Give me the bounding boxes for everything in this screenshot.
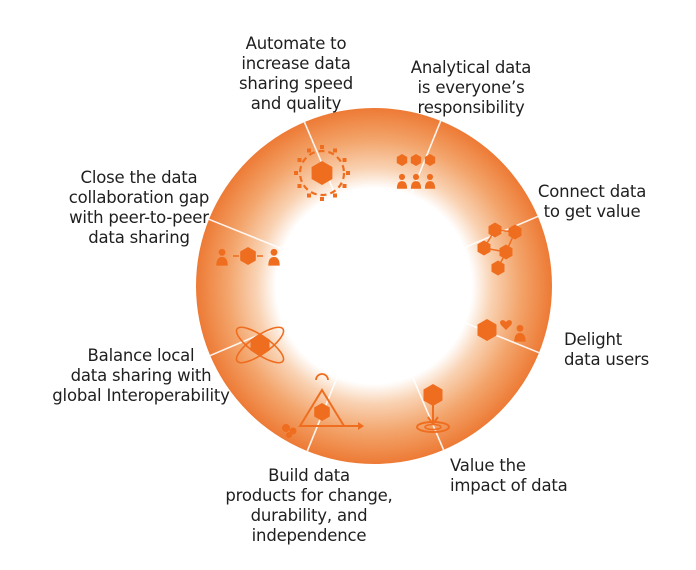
- segment-label-automate: Automate to increase data sharing speed …: [239, 34, 353, 113]
- peer-to-peer-icon: [216, 247, 280, 266]
- segment-label-connect: Connect data to get value: [537, 182, 647, 221]
- automation-gear-icon: [294, 145, 350, 201]
- segment-divider: [208, 218, 290, 253]
- connected-hexagons-icon: [477, 222, 522, 276]
- segment-label-close-gap: Close the data collaboration gap with pe…: [68, 168, 210, 247]
- people-hexagons-icon: [396, 154, 436, 189]
- segment-label-delight: Delight data users: [564, 330, 649, 369]
- segment-label-value-impact: Value the impact of data: [450, 456, 568, 495]
- segment-icons: [216, 145, 526, 438]
- segment-label-build-products: Build data products for change, durabili…: [225, 466, 393, 545]
- segment-divider: [458, 319, 540, 354]
- hexagon-orbit-icon: [235, 326, 285, 364]
- segment-label-responsibility: Analytical data is everyone’s responsibi…: [410, 58, 532, 117]
- triangle-cycle-icon: [282, 373, 364, 438]
- inner-hole: [283, 195, 465, 377]
- segment-divider: [408, 369, 445, 451]
- segment-label-balance: Balance local data sharing with global I…: [52, 346, 230, 405]
- hexagon-target-icon: [416, 384, 450, 433]
- hexagon-heart-user-icon: [477, 319, 526, 342]
